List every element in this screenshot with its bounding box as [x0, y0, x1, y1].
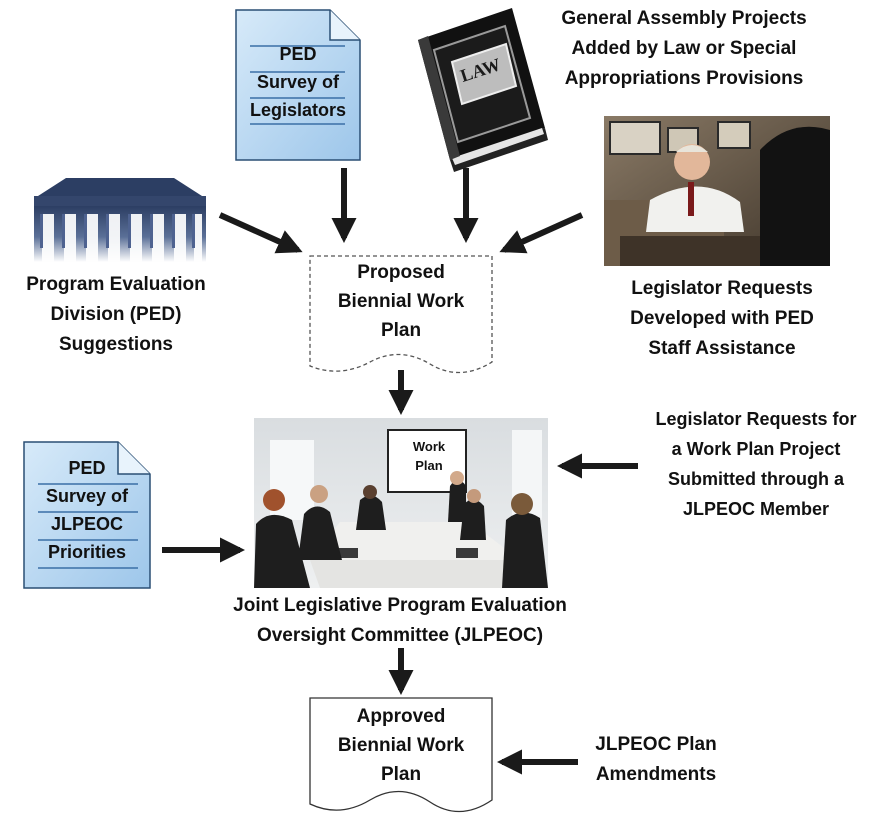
- legislator-requests-ped-line: Legislator Requests: [631, 278, 813, 299]
- survey-priorities-line: Priorities: [47, 542, 127, 562]
- legislator-requests-member-label: Legislator Requests for a Work Plan Proj…: [624, 404, 888, 524]
- committee-line: Oversight Committee (JLPEOC): [256, 625, 544, 646]
- committee-line: Joint Legislative Program Evaluation: [233, 595, 567, 616]
- approved-plan-box: [309, 697, 493, 813]
- legislator-requests-member-line: Submitted through a: [668, 469, 844, 489]
- plan-amendments-line: JLPEOC Plan: [595, 734, 717, 755]
- approved-plan-line: Biennial Work: [337, 735, 465, 756]
- general-assembly-line: General Assembly Projects: [561, 8, 807, 29]
- survey-priorities-line: JLPEOC: [50, 514, 124, 534]
- legislator-requests-ped-line: Staff Assistance: [648, 338, 796, 359]
- survey-legislators-line: Survey of: [256, 72, 340, 92]
- survey-priorities-line: Survey of: [45, 486, 129, 506]
- general-assembly-line: Added by Law or Special: [571, 38, 797, 59]
- survey-priorities-label: PED Survey of JLPEOC Priorities: [24, 454, 150, 566]
- survey-legislators-line: PED: [279, 44, 317, 64]
- legislator-requests-member-line: a Work Plan Project: [671, 439, 841, 459]
- law-book-icon: [418, 8, 548, 172]
- government-building-icon: [34, 178, 206, 262]
- whiteboard-label: Work Plan: [398, 437, 460, 475]
- plan-amendments-line: Amendments: [595, 764, 717, 785]
- survey-legislators-label: PED Survey of Legislators: [236, 40, 360, 124]
- committee-label: Joint Legislative Program Evaluation Ove…: [190, 591, 610, 651]
- approved-plan-line: Approved: [356, 706, 446, 727]
- legislator-requests-member-line: Legislator Requests for: [655, 409, 857, 429]
- ped-suggestions-label: Program Evaluation Division (PED) Sugges…: [0, 270, 232, 360]
- conference-meeting-photo: [254, 418, 548, 588]
- proposed-plan-label: Proposed Biennial Work Plan: [310, 258, 492, 345]
- survey-legislators-line: Legislators: [249, 100, 347, 120]
- arrow-ped-to-proposed: [218, 212, 303, 254]
- plan-amendments-label: JLPEOC Plan Amendments: [574, 730, 738, 790]
- legislator-requests-member-line: JLPEOC Member: [682, 499, 830, 519]
- office-meeting-photo: [604, 116, 830, 267]
- approved-plan-line: Plan: [380, 764, 422, 785]
- proposed-plan-line: Biennial Work: [337, 291, 465, 312]
- general-assembly-label: General Assembly Projects Added by Law o…: [534, 4, 834, 94]
- ped-suggestions-line: Division (PED): [50, 304, 182, 325]
- whiteboard-line: Work: [412, 439, 446, 454]
- ped-suggestions-line: Program Evaluation: [26, 274, 206, 295]
- proposed-plan-box: [309, 255, 493, 374]
- general-assembly-line: Appropriations Provisions: [564, 68, 804, 89]
- survey-legislators-document-icon: [235, 9, 361, 161]
- legislator-requests-ped-line: Developed with PED: [630, 308, 814, 329]
- proposed-plan-line: Proposed: [357, 262, 445, 283]
- survey-priorities-line: PED: [68, 458, 106, 478]
- ped-suggestions-line: Suggestions: [58, 334, 173, 355]
- survey-priorities-document-icon: [23, 441, 151, 589]
- legislator-requests-ped-label: Legislator Requests Developed with PED S…: [592, 274, 852, 364]
- whiteboard-line: Plan: [415, 458, 443, 473]
- proposed-plan-line: Plan: [380, 320, 422, 341]
- approved-plan-label: Approved Biennial Work Plan: [310, 702, 492, 789]
- arrow-legislator-to-proposed: [499, 212, 584, 254]
